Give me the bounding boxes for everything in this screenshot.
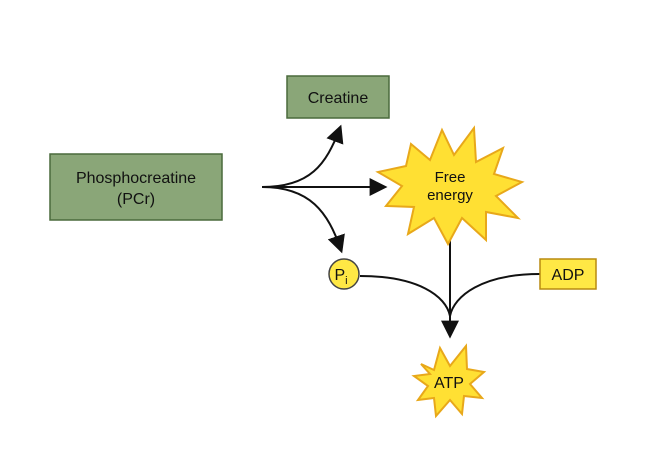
creatine-box — [286, 75, 390, 119]
arrow-pcr-to-creatine — [261, 124, 344, 188]
free-energy-node: Free energy — [375, 125, 525, 247]
adp-label: ADP — [552, 267, 585, 284]
free-energy-label-line1: Free — [435, 169, 466, 186]
arrows — [261, 124, 541, 339]
phosphocreatine-node: Phosphocreatine (PCr) — [49, 153, 223, 221]
atp-node: ATP — [411, 343, 487, 419]
creatine-node: Creatine — [286, 75, 390, 119]
adp-box — [539, 258, 597, 290]
arrow-pcr-to-pi — [261, 186, 345, 254]
atp-starburst — [411, 343, 487, 419]
free-energy-starburst — [375, 125, 525, 247]
phosphocreatine-box — [49, 153, 223, 221]
pi-subscript: i — [345, 275, 347, 287]
pi-label: Pi — [334, 267, 347, 287]
arrow-adp-to-atp — [449, 273, 541, 317]
atp-label: ATP — [434, 375, 464, 392]
pi-circle — [328, 258, 360, 290]
creatine-label: Creatine — [308, 90, 369, 107]
free-energy-label-line2: energy — [427, 187, 473, 204]
arrow-pi-to-atp — [359, 275, 451, 317]
pcr-abbreviation-label: (PCr) — [117, 191, 155, 208]
adp-node: ADP — [539, 258, 597, 290]
phosphocreatine-label: Phosphocreatine — [76, 170, 196, 187]
pi-node: Pi — [328, 258, 360, 290]
